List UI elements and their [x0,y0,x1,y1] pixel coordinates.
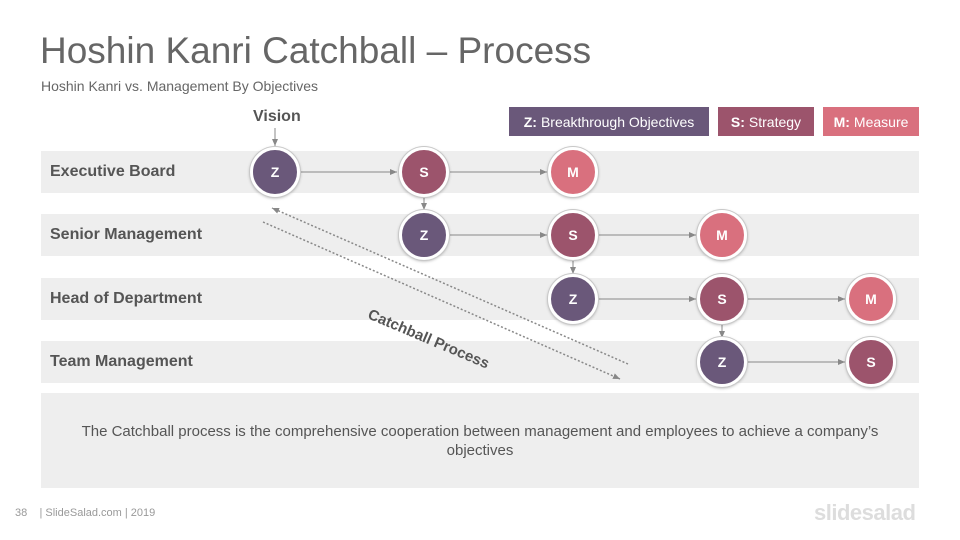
legend-key: Z: [523,113,537,130]
node-m: M [846,274,896,324]
node-s: S [846,337,896,387]
legend-text: Strategy [748,113,802,130]
vision-label: Vision [253,108,301,125]
row-label: Team Management [50,353,193,370]
legend-key: S: [730,113,745,130]
node-z: Z [697,337,747,387]
page-title: Hoshin Kanri Catchball – Process [40,30,592,71]
node-z: Z [548,274,598,324]
node-s: S [548,210,598,260]
row-label: Head of Department [50,290,203,307]
brand-logo: slidesalad [814,500,916,525]
legend-key: M: [833,113,850,130]
catchball-arrow-down [262,221,621,380]
page-number: 38 [15,507,28,519]
legend-text: Breakthrough Objectives [540,113,695,130]
legend-breakthrough-objectives: Z: Breakthrough Objectives [509,107,709,136]
node-s: S [399,147,449,197]
node-m: M [548,147,598,197]
node-z: Z [250,147,300,197]
description-box: The Catchball process is the comprehensi… [41,393,919,488]
footer-text: | SlideSalad.com | 2019 [39,507,156,519]
legend-strategy: S: Strategy [718,107,814,136]
footer: 38 | SlideSalad.com | 2019 [15,507,155,519]
page-subtitle: Hoshin Kanri vs. Management By Objective… [41,78,319,94]
description-text: The Catchball process is the comprehensi… [81,422,879,459]
node-s: S [697,274,747,324]
row-label: Senior Management [50,226,203,243]
legend-measure: M: Measure [823,107,919,136]
row-label: Executive Board [50,163,176,180]
node-m: M [697,210,747,260]
legend-text: Measure [853,113,909,130]
node-z: Z [399,210,449,260]
catchball-arrow-up [271,207,629,365]
